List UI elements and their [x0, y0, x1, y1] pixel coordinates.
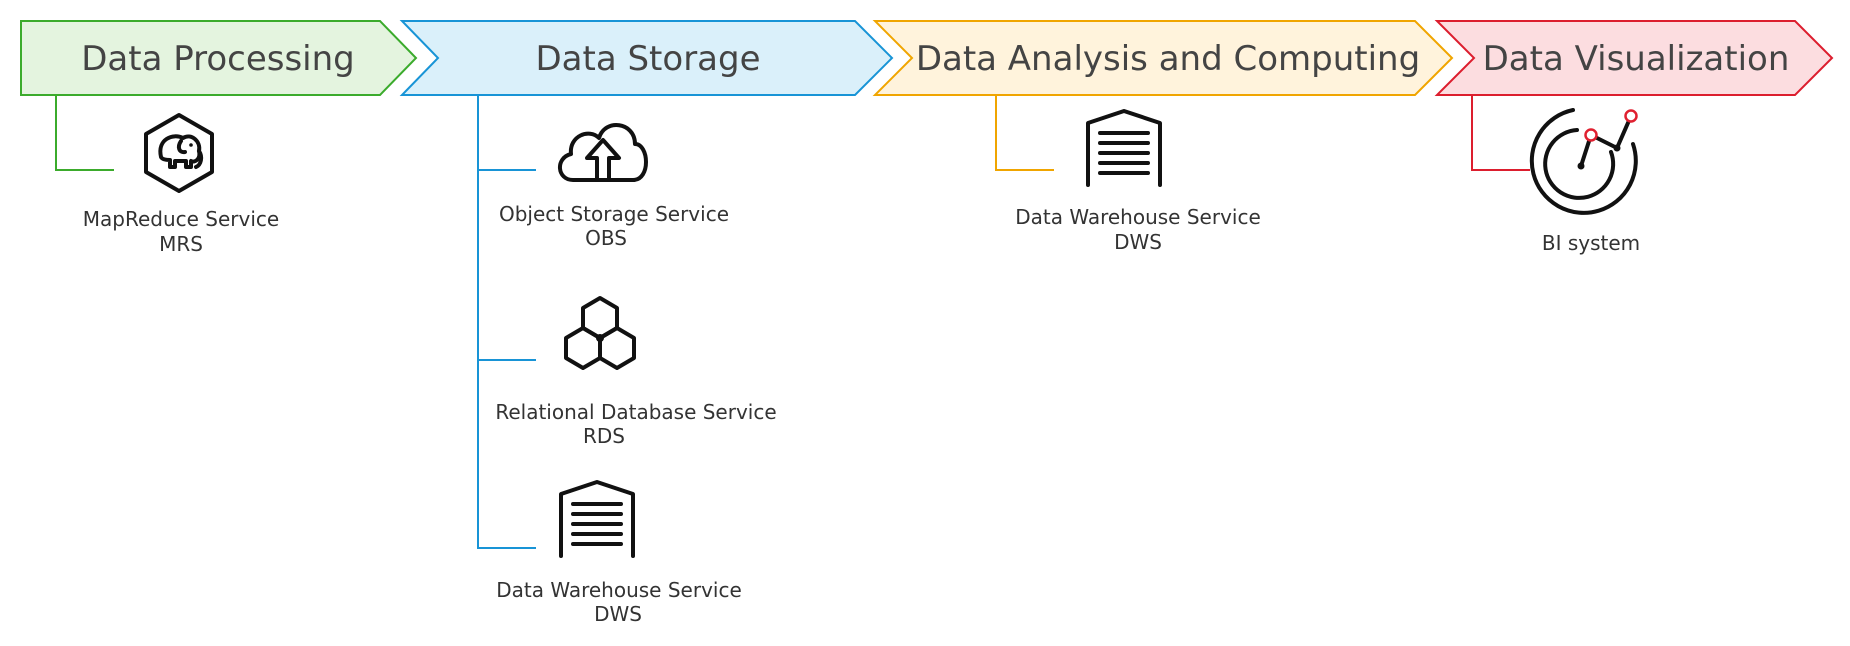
- warehouse-icon: [1086, 109, 1162, 187]
- stage-data-visualization: Data Visualization: [1434, 20, 1834, 96]
- warehouse-icon: [559, 480, 635, 558]
- cloud-upload-icon: [558, 123, 648, 182]
- service-name: Data Warehouse Service: [496, 578, 742, 602]
- accent-dot: [1584, 128, 1598, 142]
- service-name: BI system: [1542, 231, 1640, 255]
- service-bi-system: BI system: [1529, 108, 1640, 255]
- service-name: Data Warehouse Service: [1015, 205, 1261, 229]
- service-abbr: RDS: [583, 424, 625, 448]
- stage-title: Data Storage: [535, 39, 760, 79]
- service-name: Object Storage Service: [499, 202, 729, 226]
- service-dws-storage: Data Warehouse Service DWS: [496, 480, 742, 626]
- service-mrs: MapReduce Service MRS: [83, 113, 279, 256]
- service-abbr: DWS: [594, 602, 642, 626]
- bi-chart-icon: [1529, 108, 1638, 215]
- connector-storage: [477, 96, 536, 549]
- stage-data-storage: Data Storage: [399, 20, 894, 96]
- stage-data-analysis: Data Analysis and Computing: [872, 20, 1454, 96]
- service-abbr: DWS: [1114, 230, 1162, 254]
- stage-title: Data Visualization: [1483, 39, 1790, 79]
- stage-data-processing: Data Processing: [20, 20, 418, 96]
- service-name: MapReduce Service: [83, 207, 279, 231]
- stage-banner: [20, 20, 418, 96]
- stage-banner: [399, 20, 894, 96]
- stage-title: Data Processing: [81, 39, 355, 79]
- service-abbr: OBS: [585, 226, 627, 250]
- elephant-icon: [144, 113, 214, 193]
- hexagon-cluster-icon: [564, 296, 636, 370]
- service-dws-analysis: Data Warehouse Service DWS: [1015, 109, 1261, 254]
- service-name: Relational Database Service: [495, 400, 776, 424]
- stage-banner: [872, 20, 1454, 96]
- stage-banner: [1434, 20, 1834, 96]
- accent-dot: [1624, 109, 1638, 123]
- connector-analysis: [995, 96, 1054, 171]
- connector-visualization: [1471, 96, 1530, 171]
- service-obs: Object Storage Service OBS: [499, 123, 729, 250]
- connector-processing: [55, 96, 114, 171]
- service-abbr: MRS: [159, 232, 203, 256]
- stage-title: Data Analysis and Computing: [916, 39, 1420, 79]
- service-rds: Relational Database Service RDS: [495, 296, 777, 448]
